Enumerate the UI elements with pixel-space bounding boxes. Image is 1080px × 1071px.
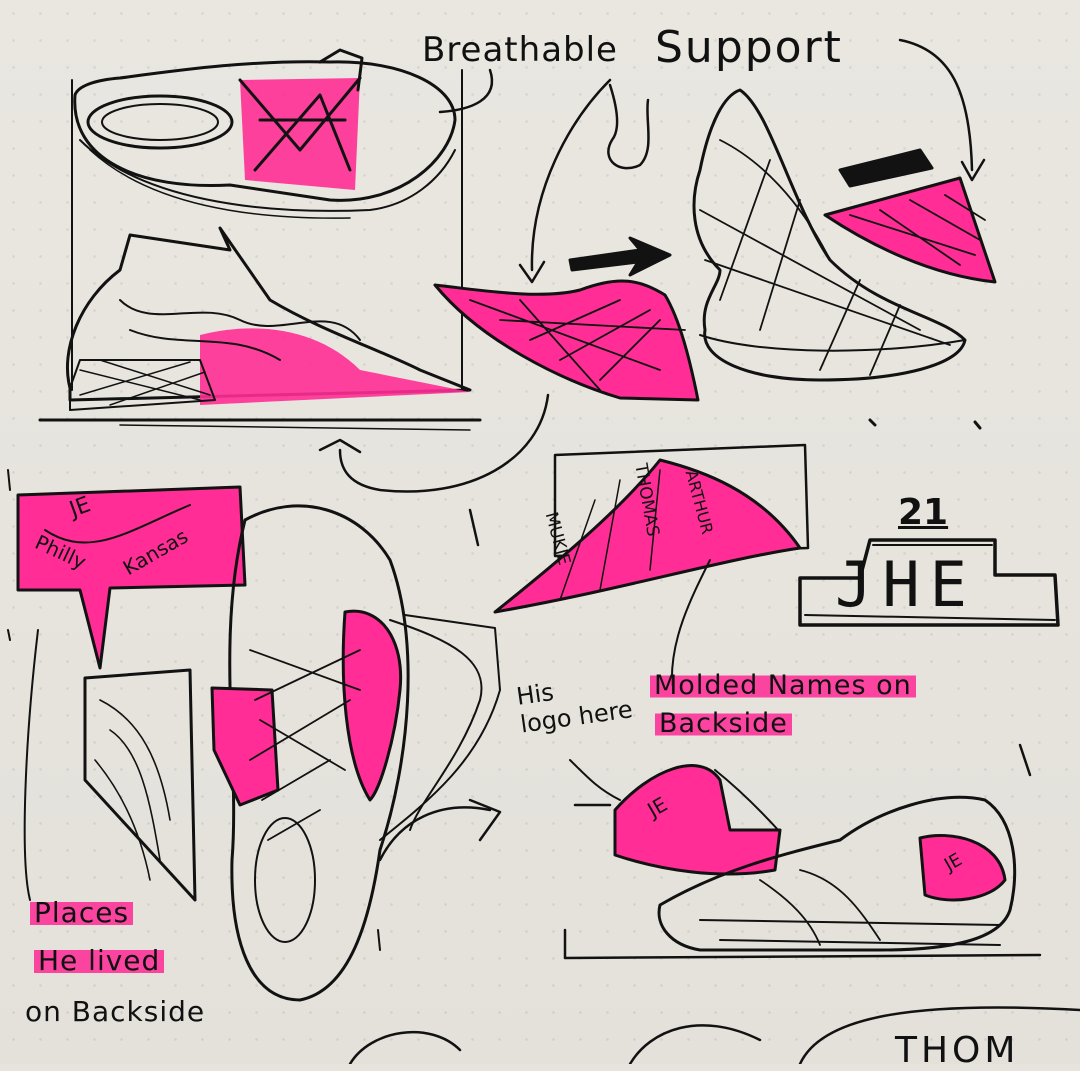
places-tag-sketch [16, 485, 247, 670]
outsole-sketch [210, 504, 501, 1002]
heel-counter-piece-sketch [433, 279, 700, 402]
tag-number: 21 [898, 492, 949, 533]
heel-shell-sketch [692, 88, 967, 382]
logo-piece-sketch [573, 764, 782, 876]
jhe-monogram-sketch [798, 538, 1060, 627]
heel-pattern-sketch [83, 668, 197, 902]
label-places-line3: on Backside [25, 995, 206, 1028]
label-places-line1: Places [30, 896, 134, 929]
places-line2-text: He lived [34, 944, 165, 977]
label-molded-names-line2: Backside [655, 708, 792, 739]
label-breathable: Breathable [422, 30, 618, 70]
tag-monogram: JHE [835, 548, 977, 621]
label-molded-names-line1: Molded Names on [650, 670, 916, 701]
label-places-line2: He lived [34, 944, 165, 977]
shoe-side-view-sketch [38, 226, 482, 431]
molded-names-line1-text: Molded Names on [650, 670, 916, 701]
molded-names-piece-sketch [493, 443, 810, 614]
shoe-lower-right-sketch [563, 743, 1042, 960]
label-support: Support [655, 22, 843, 73]
shoe-top-view-sketch [73, 48, 457, 219]
molded-names-line2-text: Backside [655, 708, 792, 739]
places-line1-text: Places [30, 896, 134, 929]
tag-bottom-cut: THOM [895, 1030, 1020, 1071]
support-piece-sketch [823, 148, 997, 284]
